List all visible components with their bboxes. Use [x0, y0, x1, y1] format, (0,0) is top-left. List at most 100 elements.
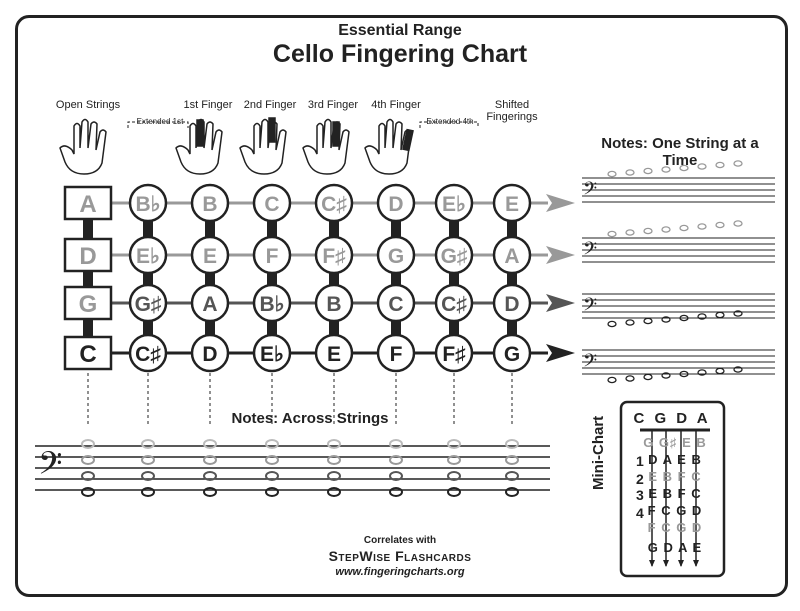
note-circle [128, 283, 168, 323]
note-label: F♯ [442, 343, 466, 366]
note-label: C [388, 293, 403, 316]
note-label: C♯ [441, 293, 467, 316]
note-label: G [388, 245, 404, 268]
mini-row: E B F C [648, 486, 701, 501]
note-head [505, 487, 519, 497]
note-head [661, 226, 671, 233]
open-string-label: C [79, 341, 96, 368]
note-head [679, 314, 689, 322]
bracket-extended-1st [127, 121, 189, 128]
vertical-bar [143, 203, 153, 353]
note-label: E♭ [442, 193, 466, 216]
finger-number: 2 [636, 471, 644, 487]
note-head [733, 366, 743, 373]
string-arrow [546, 344, 575, 362]
note-head [625, 169, 635, 176]
note-circle [492, 283, 532, 323]
note-head [697, 313, 707, 320]
note-head [81, 487, 95, 497]
note-head [679, 164, 689, 172]
label-1st-finger: 1st Finger [183, 99, 233, 111]
note-head [203, 455, 217, 465]
note-circle [434, 235, 474, 275]
label-open-strings: Open Strings [55, 99, 121, 111]
note-label: F [390, 343, 403, 366]
vertical-bar [329, 203, 339, 353]
note-head [203, 471, 217, 481]
note-label: E♭ [260, 343, 284, 366]
note-circle [434, 283, 474, 323]
footer-correlates: Correlates with [363, 535, 437, 546]
note-head [505, 471, 519, 481]
note-label: C♯ [321, 193, 347, 216]
note-head [697, 223, 707, 230]
note-label: F♯ [322, 245, 346, 268]
open-string-box [63, 335, 113, 371]
mini-row: G G♯ E B [643, 435, 707, 450]
note-head [389, 487, 403, 497]
open-string-box [63, 237, 113, 273]
note-head [265, 471, 279, 481]
note-circle [252, 235, 292, 275]
string-arrow [546, 294, 575, 312]
note-circle [128, 183, 168, 223]
notes-one-string-heading: Notes: One String at a Time [601, 135, 759, 169]
note-label: G♯ [135, 293, 162, 316]
note-head [389, 455, 403, 465]
note-head [625, 319, 635, 326]
note-label: D [388, 193, 403, 216]
note-circle [434, 333, 474, 373]
label-shifted-fingerings: Shifted Fingerings [486, 99, 538, 123]
vertical-bar-open [83, 203, 93, 353]
finger-number: 4 [636, 505, 644, 521]
note-head [389, 439, 403, 449]
hand-icon-2nd [239, 117, 287, 175]
bass-clef-icon: 𝄢 [583, 239, 597, 264]
note-circle [252, 333, 292, 373]
mini-chart-header: C G D A [633, 410, 710, 427]
note-head [661, 316, 671, 323]
note-head [607, 320, 617, 328]
note-head [643, 227, 653, 235]
string-arrow [546, 246, 575, 264]
bracket-extended-4th [419, 121, 479, 128]
note-circle [128, 235, 168, 275]
note-head [661, 372, 671, 379]
label-3rd-finger: 3rd Finger [307, 99, 359, 111]
mini-row: F C G D [648, 520, 703, 535]
vertical-bar [205, 203, 215, 353]
mini-row: F C G D [648, 503, 703, 518]
note-head [141, 439, 155, 449]
note-circle [376, 333, 416, 373]
note-label: B [326, 293, 341, 316]
note-circle [314, 235, 354, 275]
note-label: B♭ [135, 193, 160, 216]
note-head [265, 487, 279, 497]
note-head [389, 471, 403, 481]
note-head [715, 221, 725, 229]
note-head [81, 455, 95, 465]
note-head [733, 220, 743, 227]
note-label: B♭ [259, 293, 284, 316]
note-head [265, 455, 279, 465]
footer-flashcards: StepWise Flashcards [328, 548, 472, 564]
note-head [715, 311, 725, 319]
note-circle [252, 283, 292, 323]
note-circle [252, 183, 292, 223]
mini-row: D A E B [648, 452, 702, 467]
note-head [607, 230, 617, 238]
chart-title: Cello Fingering Chart [272, 40, 528, 68]
note-head [733, 310, 743, 317]
hand-icon-open [59, 118, 107, 175]
note-head [141, 471, 155, 481]
note-circle [376, 283, 416, 323]
note-head [203, 487, 217, 497]
note-head [733, 160, 743, 167]
note-label: E♭ [136, 245, 160, 268]
note-circle [314, 183, 354, 223]
note-label: A [504, 245, 519, 268]
hand-icon-3rd [302, 118, 350, 175]
vertical-bar [449, 203, 459, 353]
note-head [505, 455, 519, 465]
